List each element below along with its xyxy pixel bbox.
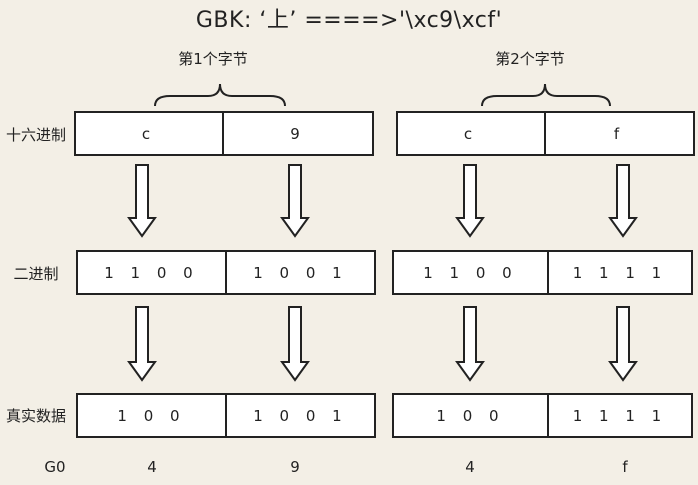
row-label-g0: G0 [44, 458, 66, 476]
row-label-real: 真实数据 [5, 407, 66, 425]
byte-label-2: 第2个字节 [495, 50, 565, 68]
down-arrow-2-2 [280, 306, 310, 382]
down-arrow-2-1 [127, 306, 157, 382]
down-arrow-2-3 [455, 306, 485, 382]
row-label-hex: 十六进制 [5, 126, 66, 144]
hex-cell-1: c [74, 111, 224, 156]
real-cell-1: 1 0 0 [76, 393, 227, 438]
hex-cell-2: 9 [222, 111, 374, 156]
real-cell-3: 1 0 0 [392, 393, 549, 438]
binary-cell-2: 1 0 0 1 [225, 250, 376, 295]
g0-value-2: 9 [290, 458, 300, 476]
row-label-binary: 二进制 [13, 265, 59, 283]
down-arrow-1-1 [127, 164, 157, 238]
diagram-title: GBK: ‘上’ ====>'\xc9\xcf' [195, 8, 503, 33]
real-cell-2: 1 0 0 1 [225, 393, 376, 438]
real-cell-4: 1 1 1 1 [547, 393, 693, 438]
binary-cell-1: 1 1 0 0 [76, 250, 227, 295]
down-arrow-1-2 [280, 164, 310, 238]
down-arrow-1-3 [455, 164, 485, 238]
hex-cell-3: c [396, 111, 546, 156]
binary-cell-3: 1 1 0 0 [392, 250, 549, 295]
binary-cell-4: 1 1 1 1 [547, 250, 693, 295]
g0-value-1: 4 [147, 458, 157, 476]
down-arrow-2-4 [608, 306, 638, 382]
hex-cell-4: f [544, 111, 695, 156]
g0-value-3: 4 [465, 458, 475, 476]
down-arrow-1-4 [608, 164, 638, 238]
byte-label-1: 第1个字节 [178, 50, 248, 68]
brace-byte-1 [154, 83, 286, 107]
brace-byte-2 [481, 83, 611, 107]
g0-value-4: f [622, 458, 628, 476]
